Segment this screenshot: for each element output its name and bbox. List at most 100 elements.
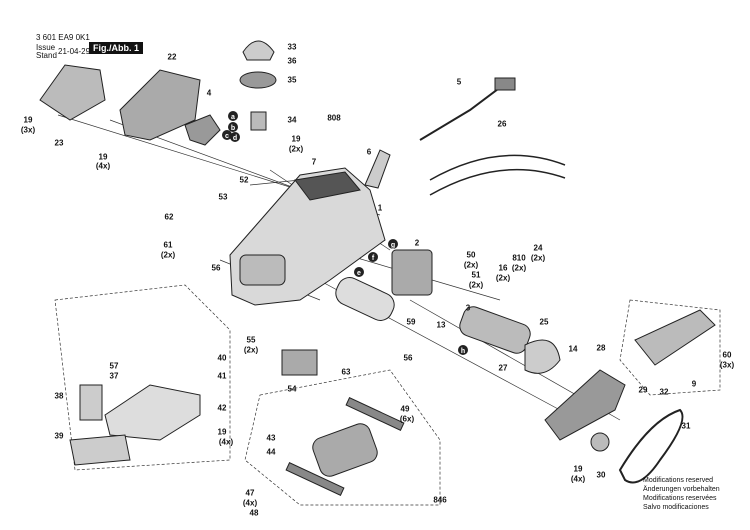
part-label: 6 [366, 147, 372, 157]
marker-h: h [458, 345, 468, 355]
notice-line: Änderungen vorbehalten [643, 486, 720, 493]
part-label: 41 [217, 371, 227, 381]
stand-label: Stand [36, 51, 57, 60]
svg-text:b: b [231, 125, 235, 132]
part-label: 49 [400, 404, 410, 414]
part-label: 3 [465, 303, 471, 313]
part-label: 39 [54, 431, 64, 441]
part-label: 56 [211, 263, 221, 273]
part-label: (2x) [288, 144, 304, 154]
part-label: 28 [596, 343, 606, 353]
issue-date: 21-04-29 [58, 47, 91, 56]
marker-b: b [228, 122, 238, 132]
part-label: (2x) [495, 273, 511, 283]
marker-g: g [388, 239, 398, 249]
part-label: (3x) [719, 360, 735, 370]
figure-tag: Fig./Abb. 1 [89, 42, 143, 54]
part-label: 19 [98, 152, 108, 162]
notice-line: Modifications reserved [643, 477, 714, 484]
svg-text:g: g [391, 242, 395, 249]
marker-f: f [368, 252, 378, 262]
part-label: 19 [217, 427, 227, 437]
part-label: 19 [573, 464, 583, 474]
part-label: 38 [54, 391, 64, 401]
part-label: 50 [466, 250, 476, 260]
part-label: 52 [239, 175, 249, 185]
part-label: (4x) [242, 498, 258, 508]
svg-text:f: f [372, 255, 375, 262]
marker-d: d [230, 132, 240, 142]
part-label: (3x) [20, 125, 36, 135]
doc-number: 3 601 EA9 0K1 [36, 33, 90, 42]
part-label: 5 [456, 77, 462, 87]
part-label: 4 [206, 88, 212, 98]
part-label: 810 [512, 253, 526, 263]
part-label: (4x) [570, 474, 586, 484]
part-label: 56 [403, 353, 413, 363]
part-label: 37 [109, 371, 119, 381]
part-label: 35 [287, 75, 297, 85]
part-label: 13 [436, 320, 446, 330]
part-label: (2x) [243, 345, 259, 355]
part-label: 26 [497, 119, 507, 129]
marker-c: c [222, 130, 232, 140]
part-label: 23 [54, 138, 64, 148]
part-label: 30 [596, 470, 606, 480]
modifications-notice: Modifications reserved Änderungen vorbeh… [643, 476, 720, 512]
part-label: 1 [377, 203, 383, 213]
part-label: 19 [23, 115, 33, 125]
part-label: 48 [249, 508, 259, 518]
part-label: (2x) [463, 260, 479, 270]
part-label: (2x) [468, 280, 484, 290]
part-label: (2x) [511, 263, 527, 273]
part-label: 60 [722, 350, 732, 360]
part-label: 7 [311, 157, 317, 167]
part-label: 47 [245, 488, 255, 498]
notice-line: Salvo modificaciones [643, 504, 709, 511]
notice-line: Modifications reservées [643, 495, 717, 502]
part-label: 57 [109, 361, 119, 371]
svg-text:h: h [461, 348, 465, 355]
part-label: 29 [638, 385, 648, 395]
part-label: 33 [287, 42, 297, 52]
part-label: 31 [681, 421, 691, 431]
svg-text:d: d [233, 135, 237, 142]
part-label: 55 [246, 335, 256, 345]
part-label: 9 [691, 379, 697, 389]
svg-text:a: a [231, 114, 235, 121]
svg-text:e: e [357, 270, 361, 277]
part-label: 32 [659, 387, 669, 397]
part-label: 846 [433, 495, 447, 505]
part-label: (4x) [218, 437, 234, 447]
part-label: (2x) [160, 250, 176, 260]
part-label: 36 [287, 56, 297, 66]
part-label: 42 [217, 403, 227, 413]
issue-label: Issue [36, 43, 56, 52]
part-label: 19 [291, 134, 301, 144]
svg-text:c: c [225, 133, 229, 140]
part-label: (6x) [399, 414, 415, 424]
part-label: 44 [266, 447, 276, 457]
part-label: 43 [266, 433, 276, 443]
part-label: 54 [287, 384, 297, 394]
part-label: 61 [163, 240, 173, 250]
part-label: 16 [498, 263, 508, 273]
part-label: 62 [164, 212, 174, 222]
part-label: 24 [533, 243, 543, 253]
part-label: (4x) [95, 161, 111, 171]
marker-a: a [228, 111, 238, 121]
part-label: (2x) [530, 253, 546, 263]
part-label: 27 [498, 363, 508, 373]
part-label: 63 [341, 367, 351, 377]
part-label: 51 [471, 270, 481, 280]
part-label: 53 [218, 192, 228, 202]
part-label: 14 [568, 344, 578, 354]
part-label: 25 [539, 317, 549, 327]
part-label: 2 [414, 238, 420, 248]
part-label: 22 [167, 52, 177, 62]
part-label: 59 [406, 317, 416, 327]
part-label: 40 [217, 353, 227, 363]
marker-e: e [354, 267, 364, 277]
part-label: 808 [327, 113, 341, 123]
